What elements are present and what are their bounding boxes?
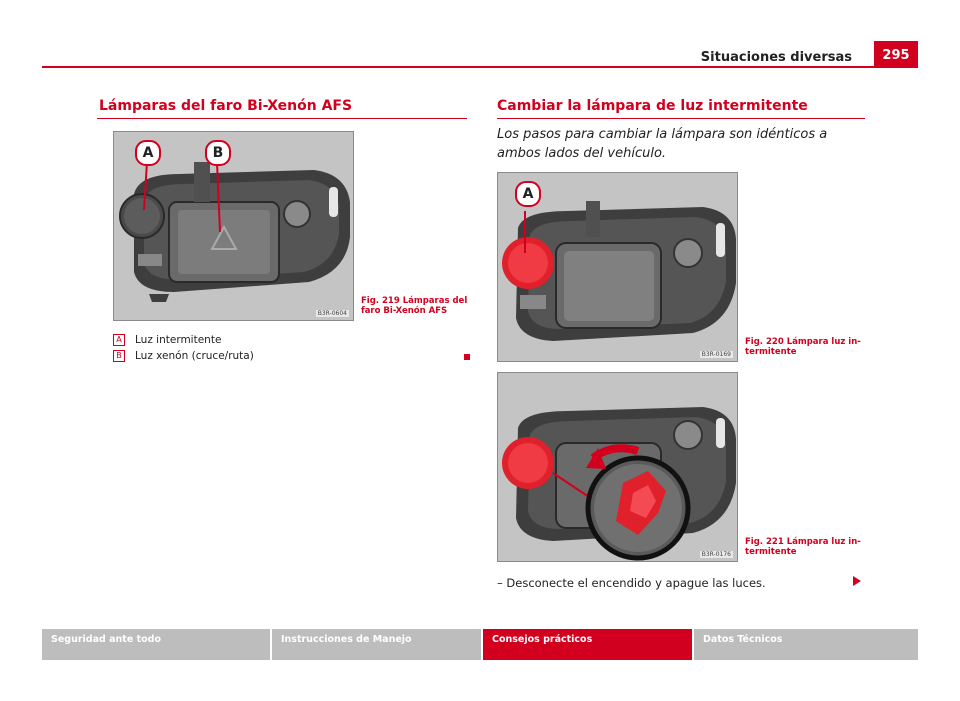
section-end-marker — [464, 354, 470, 360]
header-rule — [42, 66, 918, 68]
legend-text: Luz xenón (cruce/ruta) — [135, 350, 254, 362]
footer-tab-consejos[interactable]: Consejos prácticos — [483, 629, 692, 660]
continue-arrow-icon — [853, 576, 861, 586]
caption-line: Fig. 219 Lámparas del — [361, 296, 468, 306]
intro-text: Los pasos para cambiar la lámpara son id… — [497, 127, 828, 161]
figure-219: A B B3R-0604 — [113, 131, 354, 321]
callout-b: B — [205, 140, 231, 166]
caption-line: Fig. 221 Lámpara luz in- — [745, 537, 861, 547]
right-section-rule — [497, 118, 865, 119]
headlamp-illustration-221 — [498, 373, 737, 561]
right-section-title: Cambiar la lámpara de luz intermitente — [497, 98, 808, 114]
legend-badge: B — [113, 350, 125, 362]
instruction-step: – Desconecte el encendido y apague las l… — [497, 576, 766, 590]
caption-line: Fig. 220 Lámpara luz in- — [745, 337, 861, 347]
caption-line: termitente — [745, 547, 797, 557]
headlamp-illustration-219 — [114, 132, 353, 320]
left-section-title: Lámparas del faro Bi-Xenón AFS — [99, 98, 353, 114]
figure-code: B3R-0604 — [315, 310, 349, 317]
caption-line: termitente — [745, 347, 797, 357]
caption-line: faro Bi-Xenón AFS — [361, 306, 448, 316]
headlamp-illustration-220 — [498, 173, 737, 361]
footer-tab-instrucciones[interactable]: Instrucciones de Manejo — [272, 629, 481, 660]
legend-item-a: A Luz intermitente — [113, 334, 221, 346]
figure-code: B3R-0176 — [699, 551, 733, 558]
figure-219-caption: Fig. 219 Lámparas del faro Bi-Xenón AFS — [361, 296, 467, 316]
callout-a: A — [135, 140, 161, 166]
footer-tab-seguridad[interactable]: Seguridad ante todo — [42, 629, 270, 660]
figure-220-caption: Fig. 220 Lámpara luz in- termitente — [745, 337, 861, 357]
page-number: 295 — [874, 41, 918, 67]
legend-item-b: B Luz xenón (cruce/ruta) — [113, 350, 254, 362]
figure-221-caption: Fig. 221 Lámpara luz in- termitente — [745, 537, 861, 557]
legend-text: Luz intermitente — [135, 334, 222, 346]
figure-code: B3R-0169 — [699, 351, 733, 358]
callout-a: A — [515, 181, 541, 207]
left-section-rule — [97, 118, 467, 119]
figure-220: A B3R-0169 — [497, 172, 738, 362]
figure-221: B3R-0176 — [497, 372, 738, 562]
header-section-title: Situaciones diversas — [700, 50, 852, 65]
footer-tab-datos[interactable]: Datos Técnicos — [694, 629, 918, 660]
legend-badge: A — [113, 334, 125, 346]
